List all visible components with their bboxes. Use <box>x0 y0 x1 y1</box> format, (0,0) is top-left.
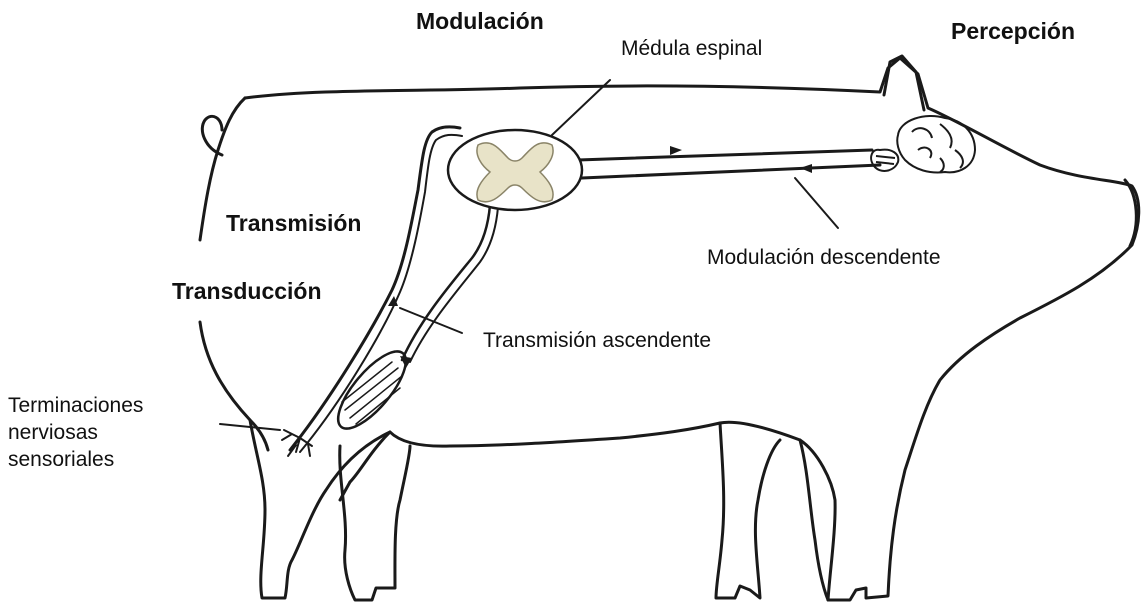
label-percepcion: Percepción <box>951 18 1075 46</box>
descending-motor-nerve <box>402 205 490 360</box>
descending-tract <box>582 165 880 178</box>
spinal-cord-section <box>448 130 582 210</box>
label-modulacion-descendente: Modulación descendente <box>707 245 941 270</box>
label-terminaciones-line-1: Terminaciones <box>8 393 208 420</box>
label-modulacion: Modulación <box>416 8 544 36</box>
pig-ear <box>884 56 924 110</box>
mod-desc-pointer <box>795 178 838 228</box>
label-terminaciones-nerviosas: Terminaciones nerviosas sensoriales <box>8 393 208 474</box>
ascending-arrowhead <box>670 146 682 155</box>
label-transduccion: Transducción <box>172 278 322 306</box>
label-transmision: Transmisión <box>226 210 361 238</box>
label-medula-espinal: Médula espinal <box>621 36 762 61</box>
pig-front-leg-far <box>800 440 828 600</box>
label-transmision-ascendente: Transmisión ascendente <box>483 328 711 353</box>
label-terminaciones-line-3: sensoriales <box>8 447 208 474</box>
pig-rump-lower-outline <box>200 322 268 450</box>
ascending-tract <box>578 150 872 160</box>
pig-front-leg-near <box>716 423 780 598</box>
label-terminaciones-line-2: nerviosas <box>8 420 208 447</box>
pig-hind-leg <box>250 420 390 598</box>
cerebellum <box>871 150 898 171</box>
pig-hind-leg-back <box>340 446 410 600</box>
descending-arrowhead <box>800 164 812 173</box>
